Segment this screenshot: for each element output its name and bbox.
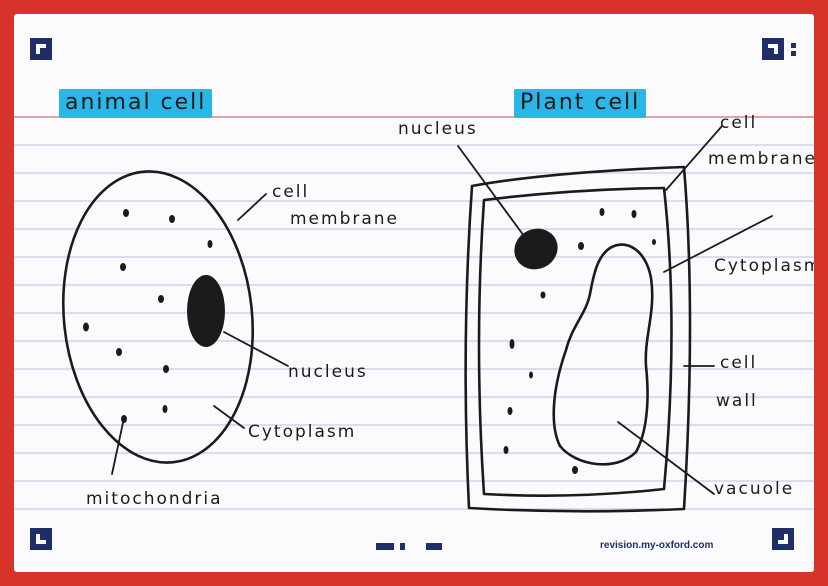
plant-organelle [503, 446, 509, 454]
plant-wall-label-line1: cell [720, 353, 758, 373]
animal-nucleus-leader [223, 331, 289, 367]
corner-mark-bottom-right [772, 528, 794, 550]
cell-diagrams [61, 125, 773, 513]
animal-membrane-leader [237, 193, 267, 221]
plant-organelle [599, 208, 605, 216]
mitochondrion [116, 348, 122, 356]
animal-membrane-label-line1: cell [272, 182, 310, 202]
plant-organelle [652, 239, 656, 245]
plant-membrane-label-line2: membrane [708, 149, 814, 169]
plant-organelle [578, 242, 584, 250]
plant-cell-membrane [477, 186, 673, 497]
plant-organelle [529, 371, 533, 379]
mitochondrion [169, 215, 175, 223]
animal-cell-heading: animal cell [59, 89, 213, 118]
plant-cell-vacuole [552, 243, 654, 466]
ruled-lines [14, 116, 814, 510]
animal-cytoplasm-label: Cytoplasm [248, 422, 357, 442]
mitochondrion [123, 209, 129, 217]
corner-mark-top-right [762, 38, 784, 60]
mitochondrion [162, 405, 168, 413]
mitochondrion [207, 240, 213, 248]
plant-nucleus-leader [457, 145, 525, 237]
plant-membrane-label-line1: cell [720, 113, 758, 133]
plant-organelle [540, 291, 546, 299]
mitochondrion [158, 295, 164, 303]
brand-bar-icon [376, 543, 442, 550]
animal-mitochondria-label: mitochondria [86, 489, 223, 509]
animal-cytoplasm-leader [213, 405, 245, 429]
plant-cell-heading: Plant cell [514, 89, 647, 118]
plant-cytoplasm-label: Cytoplasm [714, 256, 814, 276]
plant-vacuole-leader [617, 421, 715, 495]
plant-membrane-leader [665, 125, 723, 191]
plant-organelle [631, 210, 637, 218]
plant-organelle [572, 466, 578, 474]
corner-mark-bottom-left [30, 528, 52, 550]
plant-nucleus-label: nucleus [398, 119, 478, 139]
mitochondrion [121, 415, 127, 423]
plant-cell-wall [464, 165, 692, 513]
website-footer: revision.my-oxford.com [600, 540, 714, 551]
animal-nucleus-label: nucleus [288, 362, 368, 382]
mitochondrion [120, 263, 126, 271]
mitochondrion [83, 322, 89, 332]
corner-mark-top-left [30, 38, 52, 60]
animal-membrane-label-line2: membrane [290, 209, 400, 229]
plant-nucleus [514, 228, 558, 270]
animal-nucleus [187, 275, 225, 347]
mitochondrion [163, 365, 169, 373]
animal-mitochondria-leader [111, 417, 125, 475]
plant-wall-label-line2: wall [716, 391, 758, 411]
corner-dots [791, 43, 796, 56]
plant-organelle [507, 407, 513, 415]
revision-card: animal cell Plant cell [14, 14, 814, 572]
plant-organelle [509, 339, 515, 349]
plant-vacuole-label: vacuole [714, 479, 795, 499]
animal-cell-membrane [61, 170, 255, 464]
plant-cytoplasm-leader [663, 215, 773, 273]
